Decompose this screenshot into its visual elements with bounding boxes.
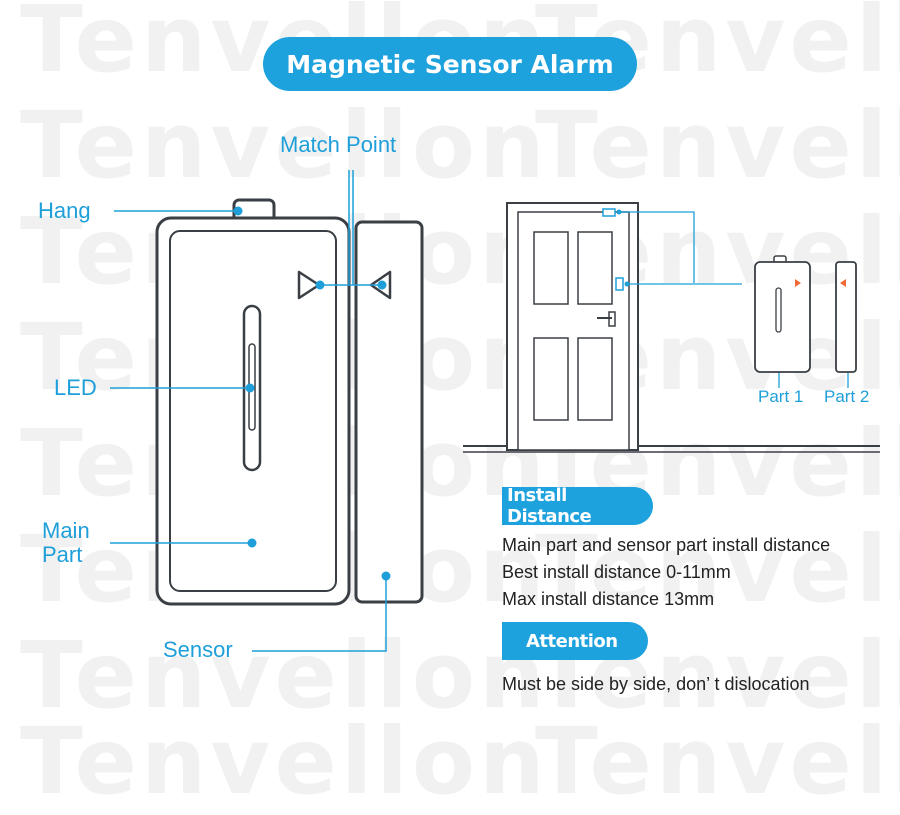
hang-label: Hang [38,198,91,223]
part1-marker [795,279,801,287]
top-sensor-marker [602,208,616,217]
callout-dots [233,206,391,581]
install-distance-line: Max install distance 13mm [502,589,715,609]
part2-outline [835,261,857,373]
part1-led [775,287,782,333]
part1-label: Part 1 [758,387,804,406]
part1-thumbnail [754,255,811,373]
attention-text: Must be side by side, don’ t dislocation [502,674,810,694]
door-panel [577,231,613,305]
door-callout-lines [619,211,849,388]
sensor-part-body [354,220,424,604]
side-sensor-marker [615,277,624,291]
door-callout-dots [616,209,851,361]
attention-heading: Attention [502,622,648,660]
sensor-label: Sensor [163,637,233,662]
door-leaf [517,211,630,451]
door-panel [533,231,569,305]
door-panel [533,337,569,421]
sensor-leader [252,576,387,652]
sensor-part-outline [354,220,424,604]
install-distance-line: Main part and sensor part install distan… [502,535,831,555]
part2-label: Part 2 [824,387,870,406]
door-top-leader [619,211,695,283]
match-arrow-left [297,270,321,300]
part2-thumbnail [835,261,857,373]
main-part-label-line2: Part [42,542,83,567]
main-part-inner-outline [169,230,337,592]
main-part-body [155,198,351,606]
led-label: LED [54,375,97,400]
door-scene [463,202,880,453]
install-distance-heading: Install Distance [502,485,653,527]
main-part-outline [155,216,351,606]
match-point-label: Match Point [280,132,397,157]
callout-lines [110,170,387,652]
main-part-label-line1: Main [42,518,90,543]
install-distance-line: Best install distance 0-11mm [502,562,731,582]
part2-marker [840,279,846,287]
sensor-diagram [110,170,880,652]
page-title: Magnetic Sensor Alarm [263,37,637,91]
part1-outline [754,261,811,373]
door-panel [577,337,613,421]
